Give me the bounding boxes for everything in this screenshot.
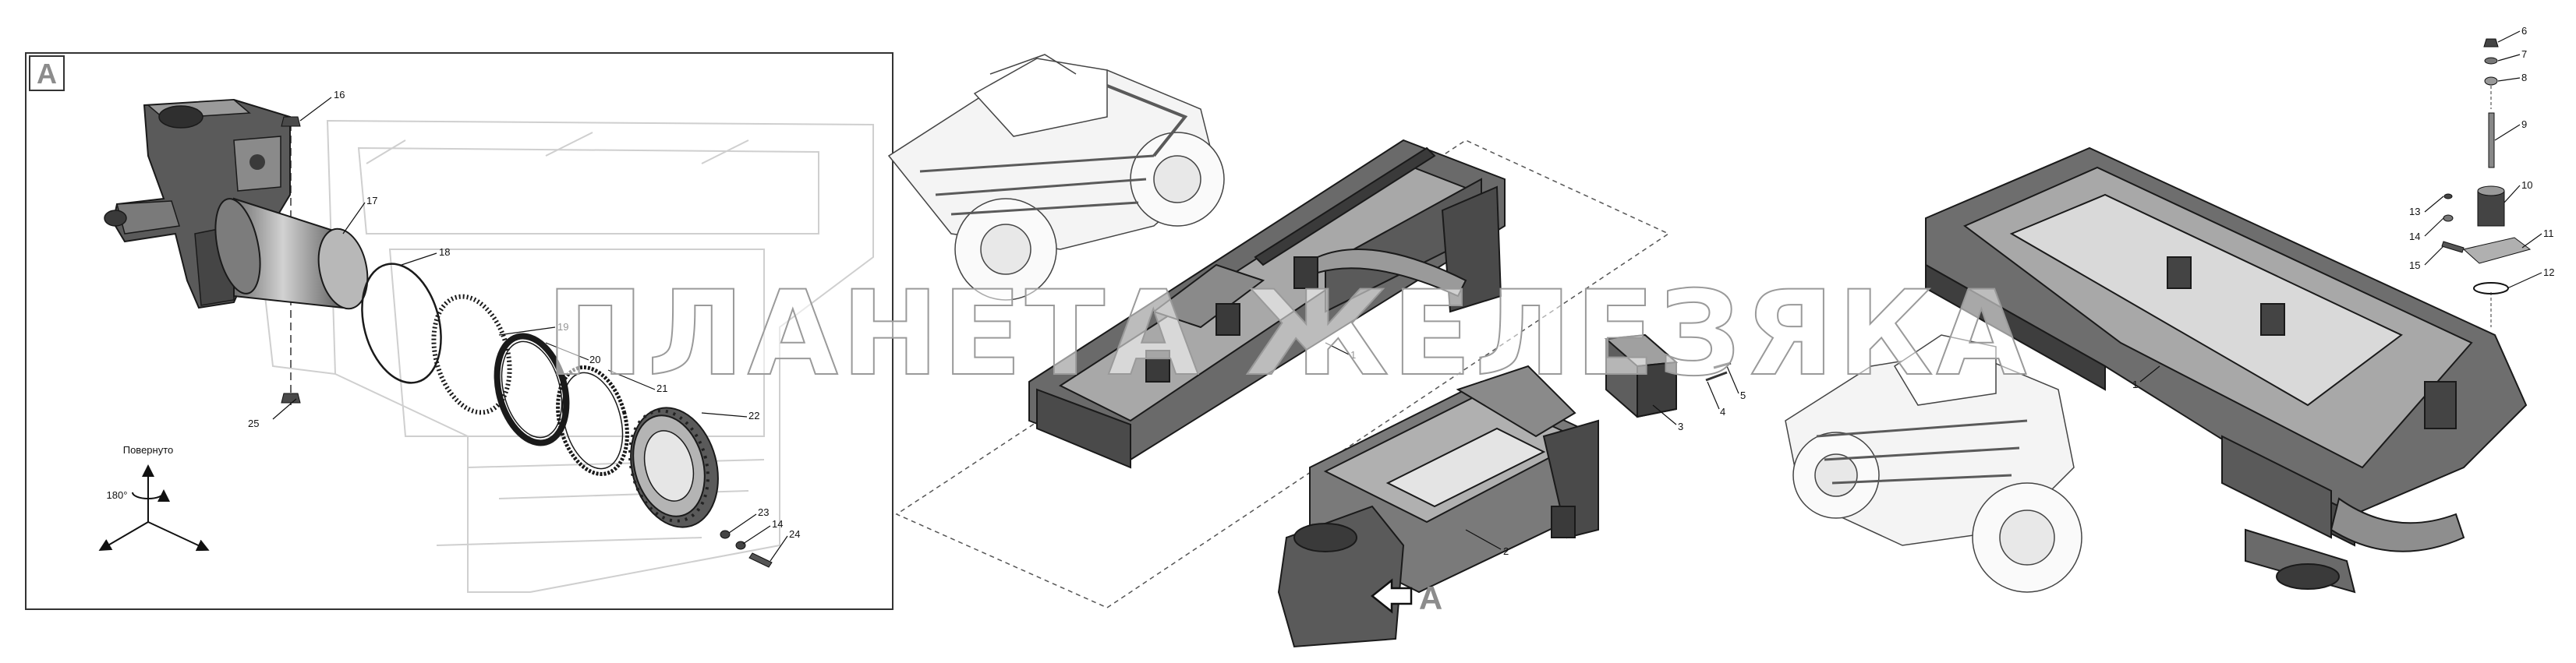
callout-25: 25 [248, 418, 259, 429]
rotation-indicator: Повернуто 180° [98, 444, 210, 552]
washer-8 [2484, 76, 2498, 86]
dashed-assembly-outline [895, 139, 1670, 608]
callout-20: 20 [589, 354, 600, 365]
detail-leaders [272, 97, 788, 562]
view-arrow-a: A [1370, 578, 1442, 616]
ring-18 [361, 263, 442, 384]
view-letter: A [1419, 580, 1442, 616]
panel-letter: A [37, 58, 57, 90]
callout-2: 2 [1503, 545, 1509, 557]
center-assembly: 1 2 3 4 5 A [887, 54, 1746, 648]
tractor-thumbnail-bottom [1785, 334, 2082, 593]
right-leaders [2139, 30, 2542, 383]
nut-25 [281, 393, 301, 404]
bolt-13 [2443, 193, 2453, 199]
bolt-15 [2441, 241, 2465, 253]
callout-3: 3 [1678, 421, 1683, 432]
seal-rings [361, 263, 629, 476]
callout-13: 13 [2409, 206, 2420, 217]
callout-11: 11 [2543, 227, 2554, 239]
callout-1-center: 1 [1350, 349, 1356, 361]
callout-12: 12 [2543, 266, 2554, 278]
rear-frame [1925, 146, 2528, 594]
callout-10: 10 [2521, 179, 2532, 191]
plate-11 [2462, 237, 2532, 264]
ring-21 [556, 365, 629, 476]
washer-14 [2443, 214, 2454, 222]
center-leaders [1325, 342, 1739, 550]
pin-9 [2488, 112, 2495, 168]
bearing-cover [628, 407, 719, 528]
lower-frame-2 [1277, 365, 1599, 648]
washer-7 [2484, 57, 2498, 65]
bracket-3 [1604, 333, 1679, 418]
callout-4: 4 [1720, 406, 1725, 418]
right-assembly: 6 7 8 9 10 11 12 13 14 15 1 [1785, 25, 2554, 594]
callout-17: 17 [366, 195, 377, 206]
bolt-4 [1705, 371, 1728, 382]
bolt-5 [1713, 361, 1732, 369]
callout-9: 9 [2521, 118, 2527, 130]
panel-letter-box [29, 55, 65, 91]
detail-panel-a: A [25, 52, 893, 610]
tractor-thumbnail-top [887, 54, 1225, 301]
callout-21: 21 [656, 383, 667, 394]
callout-14-detail: 14 [772, 518, 783, 530]
callout-7: 7 [2521, 48, 2527, 60]
callout-22: 22 [748, 410, 759, 421]
callout-5: 5 [1740, 390, 1746, 401]
rotate-label: Повернуто [123, 444, 174, 456]
bushing-10 [2477, 190, 2505, 227]
callout-18: 18 [439, 246, 450, 258]
washer-23 [720, 530, 731, 539]
rotate-angle: 180° [107, 489, 128, 501]
watermark: ПЛАНЕТА ЖЕЛЕЗЯКА [547, 266, 2030, 402]
nut-6 [2483, 38, 2499, 48]
bolt-24 [748, 552, 773, 568]
main-frame-1 [1028, 139, 1506, 469]
callout-23: 23 [758, 506, 769, 518]
ring-12 [2473, 282, 2509, 294]
callout-8: 8 [2521, 72, 2527, 83]
callout-14-right: 14 [2409, 231, 2420, 242]
callout-1-right: 1 [2132, 379, 2138, 390]
callout-19: 19 [557, 321, 568, 333]
callout-16: 16 [334, 89, 345, 101]
pin-stack [2441, 38, 2532, 327]
callout-15: 15 [2409, 259, 2420, 271]
nut-16 [281, 116, 301, 127]
callout-6: 6 [2521, 25, 2527, 37]
hub-cylinder [214, 197, 369, 310]
callout-24: 24 [789, 528, 800, 540]
